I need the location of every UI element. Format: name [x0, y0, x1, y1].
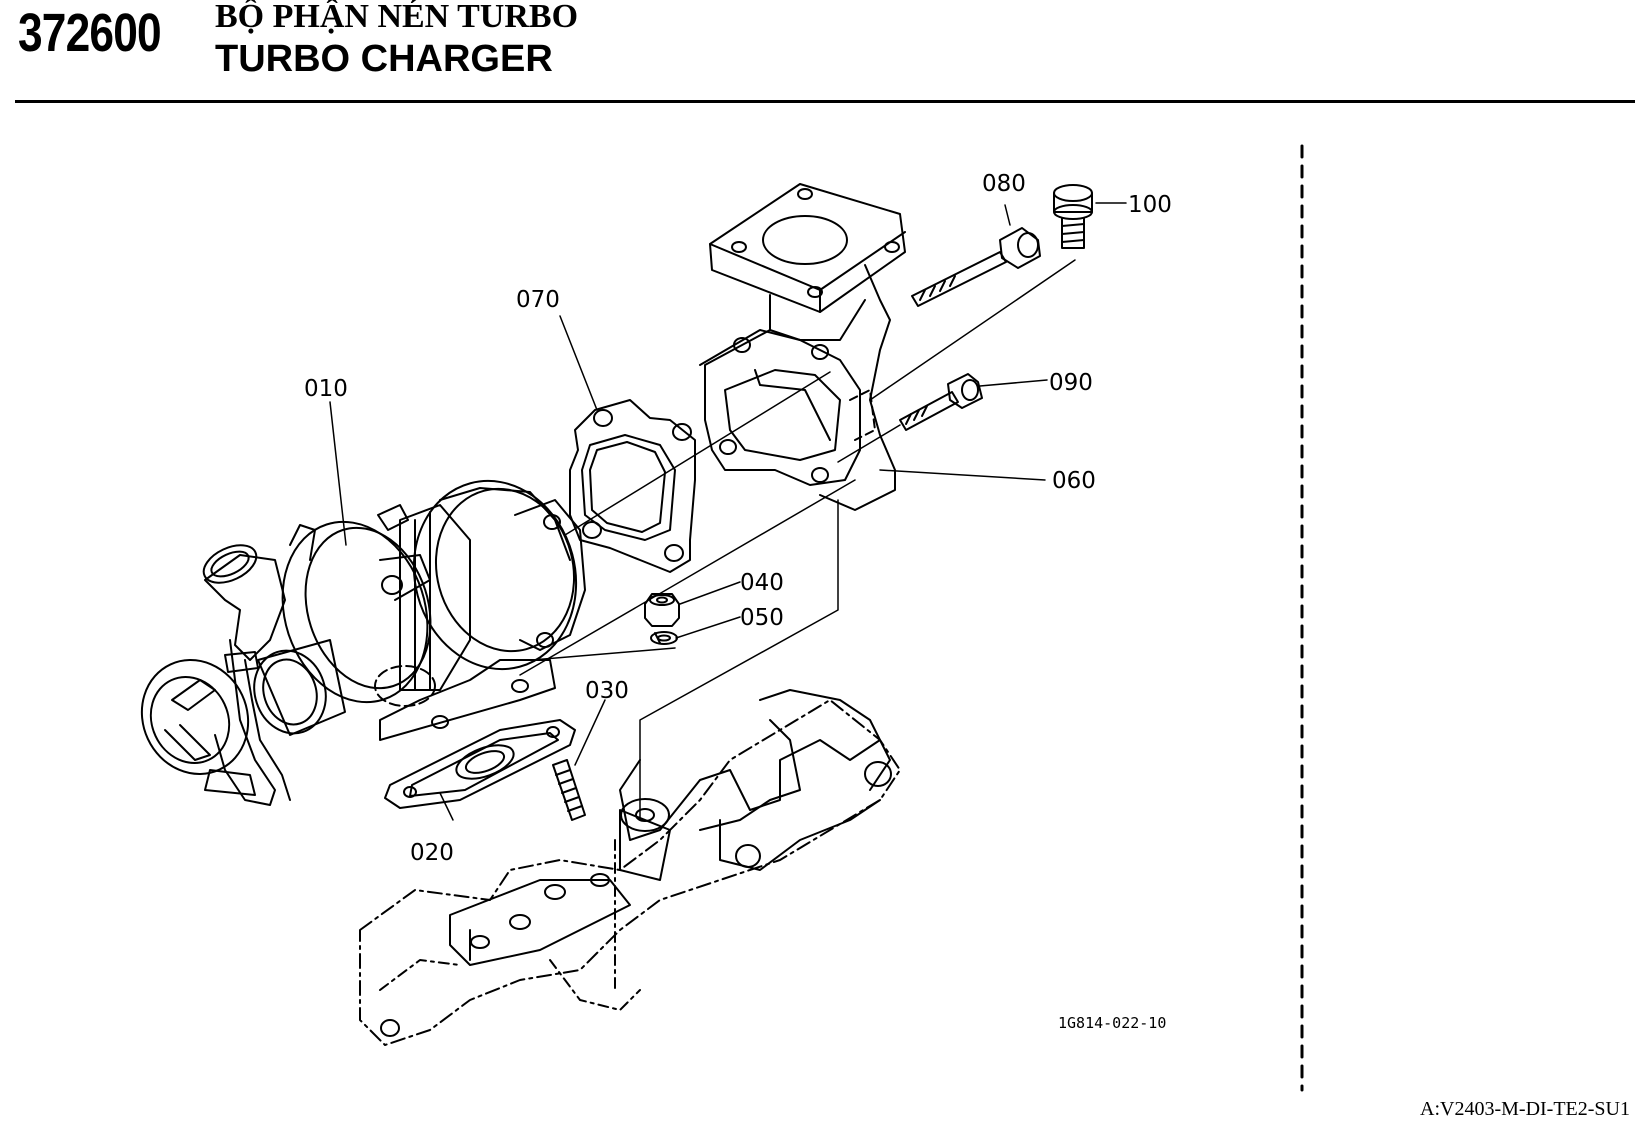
section-code: 372600 — [18, 3, 162, 63]
part-050-lock-washer — [650, 631, 678, 645]
callout-100: 100 — [1128, 192, 1172, 218]
callout-020: 020 — [410, 840, 454, 866]
part-080-bolt — [911, 227, 1041, 307]
part-090-bolt — [899, 373, 983, 431]
callout-070: 070 — [516, 287, 560, 313]
page-title-english: TURBO CHARGER — [215, 38, 553, 80]
part-070-exhaust-gasket — [569, 399, 696, 573]
callout-090: 090 — [1049, 370, 1093, 396]
exhaust-manifold — [359, 689, 901, 1046]
drawing-number: 1G814-022-10 — [1058, 1014, 1166, 1032]
part-060-exhaust-elbow — [699, 183, 906, 511]
part-100-plug — [1053, 184, 1093, 249]
callout-010: 010 — [304, 376, 348, 402]
page-title-vietnamese: BỘ PHẬN NÉN TURBO — [215, 0, 579, 35]
header-divider — [15, 100, 1635, 103]
callout-080: 080 — [982, 171, 1026, 197]
callout-050: 050 — [740, 605, 784, 631]
part-010-turbocharger — [140, 479, 586, 806]
callout-040: 040 — [740, 570, 784, 596]
leader-lines — [329, 202, 1127, 821]
callout-060: 060 — [1052, 468, 1096, 494]
callout-030: 030 — [585, 678, 629, 704]
part-030-stud — [552, 759, 586, 821]
part-020-turbo-gasket — [384, 719, 576, 809]
model-code: A:V2403-M-DI-TE2-SU1 — [1420, 1098, 1630, 1120]
